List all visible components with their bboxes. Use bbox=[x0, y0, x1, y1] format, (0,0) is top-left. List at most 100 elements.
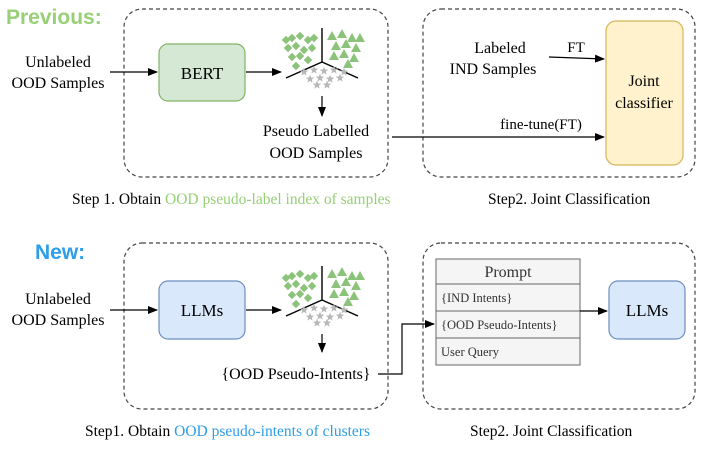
cluster-star bbox=[305, 312, 315, 321]
previous-step2-container bbox=[422, 8, 696, 178]
cluster-diamond bbox=[307, 43, 317, 53]
prompt-row bbox=[435, 337, 581, 366]
cluster-diamond bbox=[295, 269, 305, 279]
new-step2-container bbox=[422, 242, 696, 410]
cluster-star bbox=[322, 80, 332, 89]
cluster-divider bbox=[321, 61, 359, 79]
cluster-diamond bbox=[291, 61, 301, 71]
cluster-diamond bbox=[283, 43, 293, 53]
cluster-star bbox=[315, 73, 325, 82]
cluster-triangle bbox=[343, 59, 353, 68]
bert-label: BERT bbox=[181, 64, 224, 83]
new-label: New: bbox=[35, 241, 85, 264]
cluster-diamond bbox=[299, 45, 309, 55]
ft-arrow bbox=[548, 54, 605, 63]
cluster-diamond bbox=[295, 51, 305, 61]
cluster-diamond bbox=[309, 271, 319, 281]
cluster-triangle bbox=[347, 271, 357, 280]
cluster-star bbox=[329, 65, 339, 74]
cluster-triangle bbox=[351, 43, 361, 52]
cluster-triangle bbox=[355, 271, 365, 280]
llms-label-step1: LLMs bbox=[181, 301, 224, 320]
labeled-ind-line2: IND Samples bbox=[450, 61, 537, 78]
new-step2-caption: Step2. Joint Classification bbox=[470, 423, 633, 440]
cluster-diamond bbox=[281, 273, 291, 283]
previous-step1-container bbox=[123, 8, 389, 178]
cluster-triangle bbox=[327, 269, 337, 278]
ft-label: FT bbox=[567, 40, 585, 56]
cluster-diamond bbox=[303, 55, 313, 65]
new-step1-container bbox=[123, 242, 389, 410]
cluster-triangle bbox=[329, 51, 339, 60]
pseudo-labelled-line2: OOD Samples bbox=[270, 145, 363, 162]
prompt-row-ood-pseudo-intents: {OOD Pseudo-Intents} bbox=[441, 318, 558, 332]
bert-box bbox=[158, 43, 246, 102]
cluster-diamond bbox=[295, 289, 305, 299]
llms-label-step2: LLMs bbox=[626, 301, 669, 320]
prompt-row-ind-intents: {IND Intents} bbox=[441, 291, 512, 305]
cluster-triangle bbox=[327, 31, 337, 40]
previous-label: Previous: bbox=[6, 6, 102, 29]
joint-classifier-line2: classifier bbox=[615, 95, 673, 112]
cluster-star bbox=[312, 80, 322, 89]
prompt-row bbox=[435, 310, 581, 339]
cluster-star bbox=[309, 65, 319, 74]
cluster-star bbox=[299, 67, 309, 76]
cluster-diamond bbox=[299, 283, 309, 293]
cluster-star bbox=[319, 304, 329, 313]
cluster-triangle bbox=[343, 297, 353, 306]
cluster-star bbox=[325, 74, 335, 83]
llms-box-step2 bbox=[608, 280, 686, 340]
cluster-star bbox=[305, 74, 315, 83]
joint-classifier-box bbox=[605, 20, 684, 166]
previous-step1-caption: Step 1. Obtain OOD pseudo-label index of… bbox=[72, 191, 391, 208]
cluster-triangle bbox=[339, 287, 349, 296]
cluster-diamond bbox=[287, 290, 297, 300]
cluster-diamond bbox=[295, 31, 305, 41]
cluster-diamond bbox=[291, 279, 301, 289]
cluster-star bbox=[309, 303, 319, 312]
cluster-triangle bbox=[341, 277, 351, 286]
cluster-diamond bbox=[291, 41, 301, 51]
previous-input-line1: Unlabeled bbox=[25, 54, 91, 71]
previous-step2-caption: Step2. Joint Classification bbox=[488, 191, 651, 208]
cluster-triangle bbox=[341, 39, 351, 48]
cluster-triangle bbox=[329, 289, 339, 298]
pseudo-labelled-line1: Pseudo Labelled bbox=[263, 123, 369, 140]
llms-box-step1 bbox=[158, 280, 246, 340]
ood-pseudo-intents-output: {OOD Pseudo-Intents} bbox=[221, 366, 370, 383]
cluster-triangle bbox=[351, 281, 361, 290]
cluster-star bbox=[322, 318, 332, 327]
labeled-ind-line1: Labeled bbox=[474, 40, 526, 57]
prompt-row bbox=[435, 283, 581, 312]
prompt-header bbox=[435, 258, 581, 285]
cluster-star bbox=[335, 311, 345, 320]
new-input-line1: Unlabeled bbox=[25, 291, 91, 308]
cluster-star bbox=[339, 305, 349, 314]
cluster-diamond bbox=[307, 281, 317, 291]
previous-input-line2: OOD Samples bbox=[12, 75, 105, 92]
cluster-triangle bbox=[337, 29, 347, 38]
cluster-star bbox=[335, 73, 345, 82]
joint-classifier-line1: Joint bbox=[628, 73, 660, 90]
cluster-triangle bbox=[337, 267, 347, 276]
cluster-triangle bbox=[349, 53, 359, 62]
cluster-diamond bbox=[309, 33, 319, 43]
cluster-icon bbox=[281, 266, 365, 327]
cluster-triangle bbox=[349, 291, 359, 300]
cluster-icon bbox=[281, 28, 365, 89]
cluster-star bbox=[319, 66, 329, 75]
finetune-label: fine-tune(FT) bbox=[500, 117, 582, 133]
cluster-divider bbox=[321, 299, 359, 317]
cluster-diamond bbox=[291, 299, 301, 309]
new-input-line2: OOD Samples bbox=[12, 312, 105, 329]
pseudo-intents-to-prompt-arrow bbox=[378, 320, 435, 375]
cluster-triangle bbox=[347, 33, 357, 42]
cluster-diamond bbox=[281, 35, 291, 45]
cluster-triangle bbox=[331, 41, 341, 50]
cluster-star bbox=[339, 67, 349, 76]
cluster-triangle bbox=[331, 279, 341, 288]
cluster-star bbox=[312, 318, 322, 327]
cluster-diamond bbox=[303, 293, 313, 303]
cluster-star bbox=[329, 303, 339, 312]
